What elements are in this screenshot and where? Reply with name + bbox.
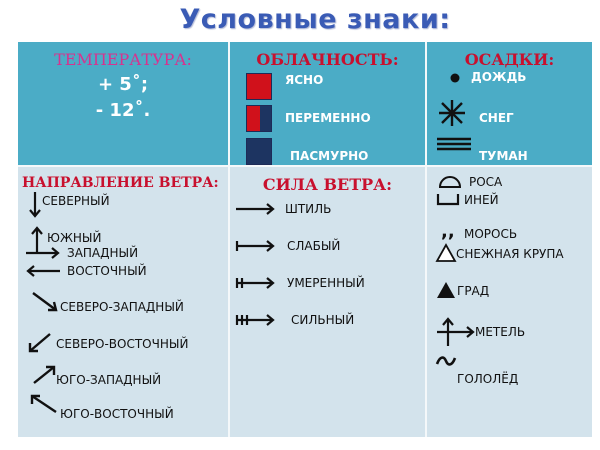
wind-label-east: ВОСТОЧНЫЙ [67, 264, 147, 278]
temperature-value-positive: + 5˚; [97, 74, 149, 95]
precipitation-label-snow: СНЕГ [479, 111, 514, 125]
cloudiness-label-overcast: ПАСМУРНО [290, 149, 369, 163]
wind-direction-cell: НАПРАВЛЕНИЕ ВЕТРА: СЕВЕРНЫЙ ЮЖНЫЙ ЗАПАДН… [18, 167, 230, 437]
frost-bracket-icon [436, 194, 460, 206]
wind-label-southeast: ЮГО-ВОСТОЧНЫЙ [60, 407, 174, 421]
arrow-no-tick-icon [236, 203, 275, 215]
precipitation-heading: ОСАДКИ: [464, 50, 555, 69]
clear-sky-square-icon [246, 73, 272, 100]
rain-dot-icon [450, 73, 460, 83]
blizzard-cross-arrow-icon [437, 317, 475, 346]
wind-label-northwest: СЕВЕРО-ЗАПАДНЫЙ [60, 300, 184, 314]
wind-label-south: ЮЖНЫЙ [47, 231, 102, 245]
snow-pellets-triangle-icon [435, 243, 457, 262]
arrow-up-left-icon [30, 394, 57, 413]
temperature-value-negative: - 12˚. [95, 100, 151, 121]
arrow-left-icon [26, 265, 60, 277]
wind-strength-label-weak: СЛАБЫЙ [287, 239, 341, 253]
precipitation-label-fog: ТУМАН [479, 149, 528, 163]
precipitation-cell: ОСАДКИ: ДОЖДЬ СНЕГ ТУМАН [427, 42, 592, 167]
arrow-down-left-icon [28, 333, 51, 353]
dew-semicircle-icon [438, 176, 462, 188]
snow-asterisk-icon [439, 100, 465, 126]
legend-table: ТЕМПЕРАТУРА: + 5˚; - 12˚. ОБЛАЧНОСТЬ: ЯС… [18, 42, 592, 437]
wind-strength-label-calm: ШТИЛЬ [285, 202, 332, 216]
arrow-up-icon [31, 226, 43, 252]
phenomenon-label-hail: ГРАД [457, 284, 490, 298]
arrow-down-right-icon [32, 292, 58, 312]
wind-label-southwest: ЮГО-ЗАПАДНЫЙ [56, 373, 162, 387]
phenomenon-label-drizzle: МОРОСЬ [464, 227, 518, 241]
wind-strength-heading: СИЛА ВЕТРА: [262, 175, 393, 194]
phenomenon-label-blizzard: МЕТЕЛЬ [475, 325, 526, 339]
arrow-one-tick-icon [235, 240, 275, 252]
phenomenon-label-snow-pellets: СНЕЖНАЯ КРУПА [456, 247, 564, 261]
wind-label-northeast: СЕВЕРО-ВОСТОЧНЫЙ [56, 337, 189, 351]
other-phenomena-cell: РОСА ИНЕЙ ,, МОРОСЬ СНЕЖНАЯ КРУПА ГРАД М… [427, 167, 592, 437]
overcast-square-icon [246, 138, 272, 165]
arrow-up-right-icon [33, 365, 56, 384]
page-title: Условные знаки: [179, 4, 451, 35]
temperature-cell: ТЕМПЕРАТУРА: + 5˚; - 12˚. [18, 42, 230, 167]
partly-cloudy-square-icon [246, 105, 272, 132]
arrow-two-ticks-icon [235, 277, 275, 289]
temperature-heading: ТЕМПЕРАТУРА: [54, 50, 192, 69]
wind-strength-label-strong: СИЛЬНЫЙ [291, 313, 355, 327]
phenomenon-label-glaze-ice: ГОЛОЛЁД [457, 372, 519, 386]
ice-tilde-icon [435, 356, 457, 366]
wind-label-north: СЕВЕРНЫЙ [42, 194, 110, 208]
phenomenon-label-frost: ИНЕЙ [464, 193, 499, 207]
fog-lines-icon [437, 137, 471, 151]
phenomenon-label-dew: РОСА [469, 175, 503, 189]
wind-label-west: ЗАПАДНЫЙ [67, 246, 139, 260]
wind-strength-cell: СИЛА ВЕТРА: ШТИЛЬ СЛАБЫЙ УМЕРЕННЫЙ СИЛЬН… [230, 167, 427, 437]
arrow-down-icon [29, 192, 41, 218]
arrow-right-icon [26, 247, 60, 259]
cloudiness-heading: ОБЛАЧНОСТЬ: [256, 50, 399, 69]
wind-strength-label-moderate: УМЕРЕННЫЙ [287, 276, 365, 290]
cloudiness-label-partly: ПЕРЕМЕННО [285, 111, 371, 125]
hail-triangle-icon [437, 282, 455, 298]
wind-direction-heading: НАПРАВЛЕНИЕ ВЕТРА: [22, 175, 219, 191]
drizzle-commas-icon: ,, [441, 221, 455, 242]
arrow-three-ticks-icon [235, 314, 275, 326]
precipitation-label-rain: ДОЖДЬ [471, 70, 527, 84]
cloudiness-cell: ОБЛАЧНОСТЬ: ЯСНО ПЕРЕМЕННО ПАСМУРНО [230, 42, 427, 167]
cloudiness-label-clear: ЯСНО [285, 73, 324, 87]
